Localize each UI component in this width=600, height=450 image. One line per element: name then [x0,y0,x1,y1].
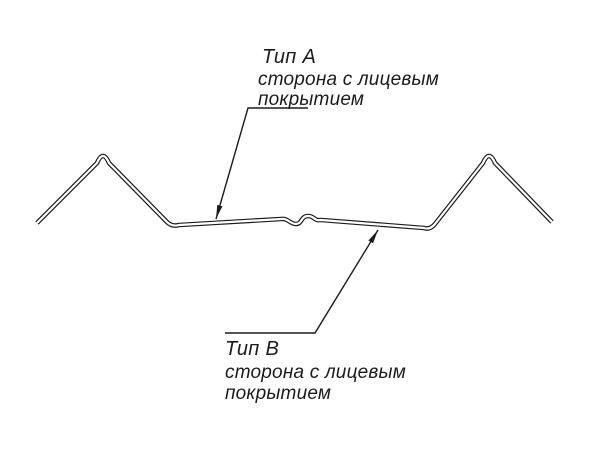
type-a-label: Тип A [262,46,316,68]
type-b-caption-line1: сторона с лицевым [225,362,406,383]
type-b-leader-line [225,229,379,334]
type-b-caption-line2: покрытием [225,383,331,404]
type-a-caption-line1: сторона с лицевым [258,69,439,90]
type-a-caption-line2: покрытием [258,89,364,110]
type-a-leader-line [215,107,308,220]
sheet-profile-core [36,154,553,230]
type-b-label: Тип B [225,338,279,360]
